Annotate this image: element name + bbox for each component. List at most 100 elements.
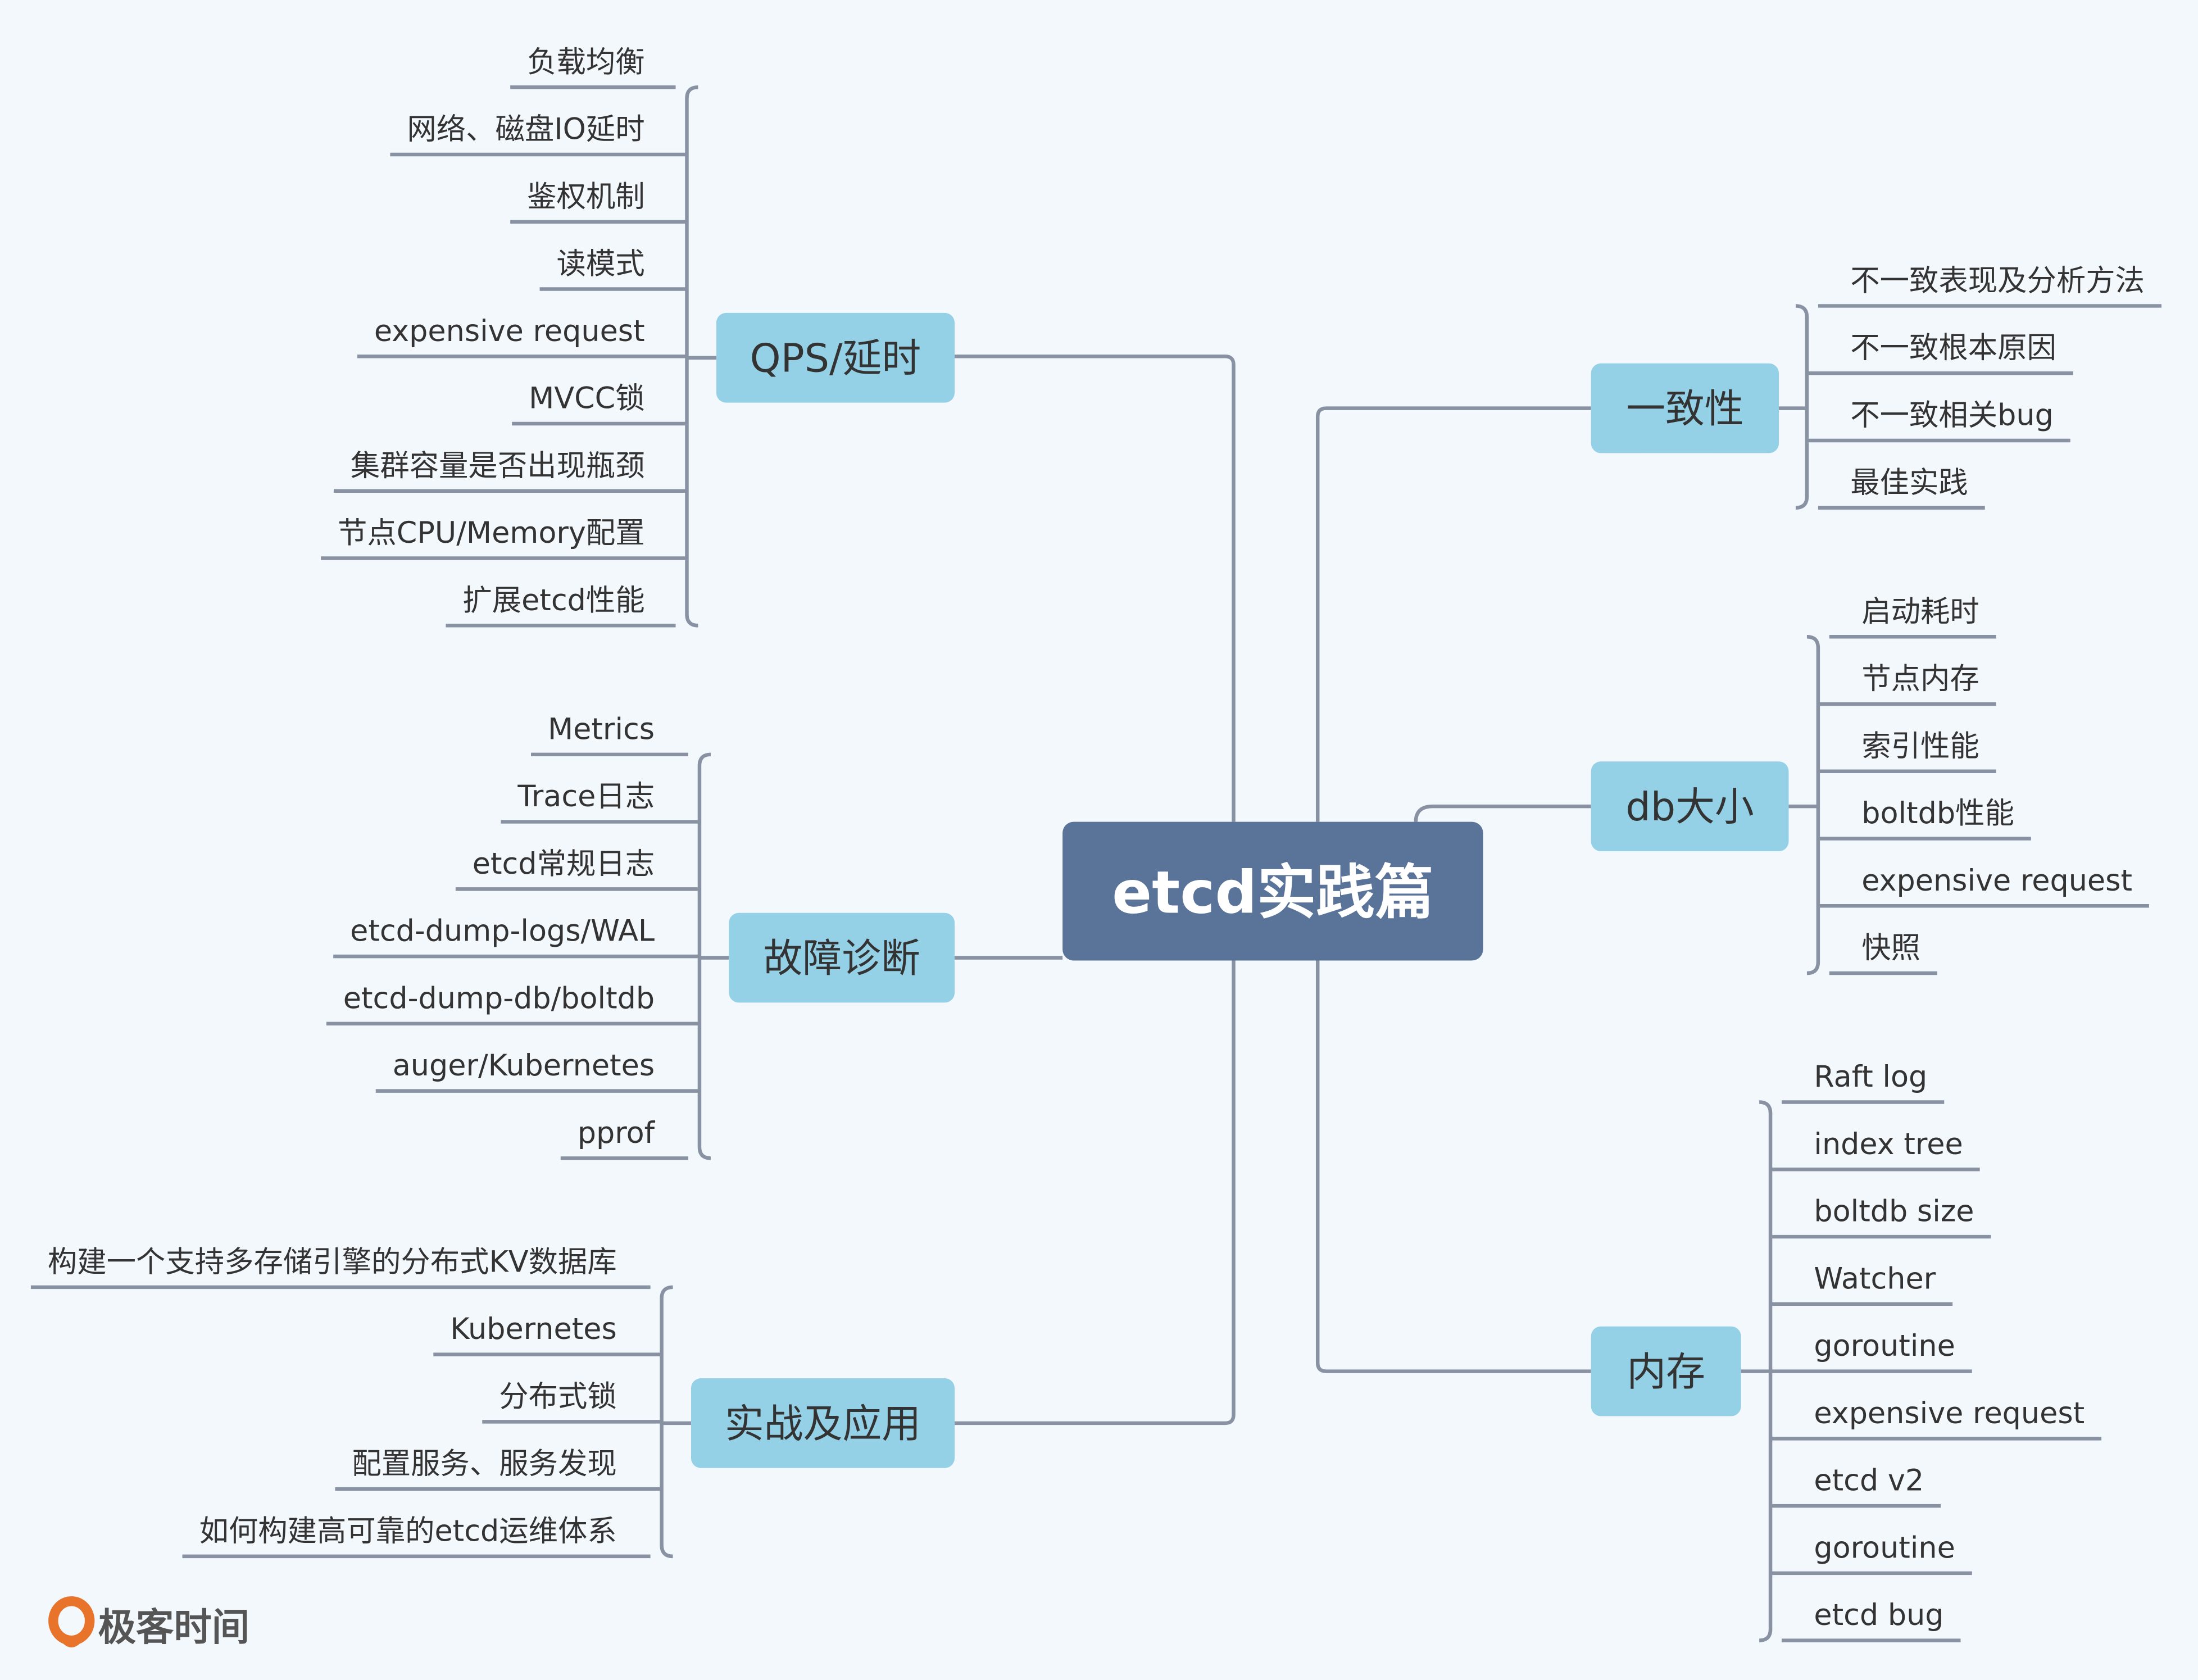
- topic-node-consistency[interactable]: 一致性: [1591, 363, 1779, 453]
- leaf-label: goroutine: [1814, 1329, 1955, 1363]
- leaf-item[interactable]: 扩展etcd性能: [446, 583, 676, 628]
- leaf-item[interactable]: 节点内存: [1818, 662, 1996, 706]
- topic-node-qps[interactable]: QPS/延时: [716, 312, 955, 403]
- leaf-item[interactable]: boltdb性能: [1818, 796, 2031, 841]
- leaf-label: Raft log: [1814, 1060, 1927, 1094]
- leaf-label: etcd bug: [1814, 1598, 1943, 1632]
- leaf-item[interactable]: 构建一个支持多存储引擎的分布式KV数据库: [30, 1245, 651, 1289]
- leaf-item[interactable]: 启动耗时: [1829, 594, 1996, 639]
- branch-practice: 实战及应用 构建一个支持多存储引擎的分布式KV数据库 Kubernetes 分布式锁配…: [30, 1245, 955, 1559]
- topic-label: 内存: [1627, 1350, 1705, 1395]
- leaf-item[interactable]: expensive request: [357, 314, 687, 358]
- leaf-item[interactable]: 如何构建高可靠的etcd运维体系: [182, 1514, 651, 1559]
- leaf-label: 不一致表现及分析方法: [1850, 264, 2145, 298]
- connector-practice: [955, 960, 1236, 1425]
- leaf-label: 如何构建高可靠的etcd运维体系: [199, 1514, 616, 1548]
- center-node[interactable]: etcd实践篇: [1062, 821, 1483, 961]
- leaf-item[interactable]: 配置服务、服务发现: [335, 1447, 662, 1491]
- topic-label: QPS/延时: [750, 336, 921, 382]
- topic-node-dbsize[interactable]: db大小: [1591, 761, 1789, 851]
- leaf-label: etcd常规日志: [473, 847, 655, 881]
- leaf-item[interactable]: 集群容量是否出现瓶颈: [333, 448, 687, 493]
- geektime-logo-icon: [48, 1596, 95, 1648]
- leaf-label: 节点CPU/Memory配置: [338, 516, 645, 550]
- leaf-item[interactable]: 负载均衡: [510, 45, 676, 89]
- connector-dbsize: [1414, 804, 1591, 822]
- topic-node-practice[interactable]: 实战及应用: [691, 1378, 955, 1468]
- leaf-item[interactable]: auger/Kubernetes: [375, 1048, 700, 1093]
- leaf-label: 分布式锁: [499, 1379, 617, 1414]
- connector-consistency: [1315, 406, 1591, 822]
- leaf-item[interactable]: 鉴权机制: [510, 179, 687, 224]
- leaf-label: 索引性能: [1861, 729, 1979, 763]
- leaf-item[interactable]: 不一致相关bug: [1806, 398, 2070, 443]
- brand-name: 极客时间: [98, 1605, 249, 1650]
- leaf-item[interactable]: expensive request: [1770, 1396, 2102, 1441]
- leaf-item[interactable]: 快照: [1829, 931, 1937, 975]
- leaf-label: auger/Kubernetes: [393, 1048, 655, 1083]
- leaf-label: 启动耗时: [1861, 594, 1979, 629]
- leaf-item[interactable]: MVCC锁: [512, 382, 687, 426]
- leaf-item[interactable]: 索引性能: [1818, 729, 1996, 773]
- leaf-item[interactable]: boltdb size: [1770, 1195, 1991, 1239]
- leaf-label: 鉴权机制: [527, 179, 645, 214]
- leaf-item[interactable]: 读模式: [539, 247, 687, 291]
- connector-qps: [955, 355, 1236, 822]
- leaf-item[interactable]: goroutine: [1770, 1329, 1972, 1373]
- leaf-item[interactable]: pprof: [560, 1116, 688, 1160]
- leaf-item[interactable]: Kubernetes: [433, 1312, 662, 1356]
- leaf-label: Watcher: [1814, 1261, 1936, 1296]
- connector-memory: [1315, 960, 1591, 1373]
- leaf-item[interactable]: Watcher: [1770, 1261, 1953, 1306]
- leaf-label: 配置服务、服务发现: [352, 1447, 616, 1481]
- topic-node-memory[interactable]: 内存: [1591, 1326, 1741, 1416]
- leaf-label: Metrics: [548, 712, 655, 746]
- leaf-item[interactable]: etcd-dump-logs/WAL: [333, 914, 700, 959]
- leaf-item[interactable]: Trace日志: [501, 779, 700, 824]
- leaf-label: index tree: [1814, 1127, 1963, 1161]
- leaf-item[interactable]: expensive request: [1818, 864, 2149, 908]
- leaf-label: boltdb性能: [1861, 796, 2014, 830]
- brand-logo: 极客时间: [48, 1596, 249, 1650]
- leaf-label: boltdb size: [1814, 1195, 1974, 1229]
- leaf-item[interactable]: etcd bug: [1782, 1598, 1961, 1642]
- leaf-label: 网络、磁盘IO延时: [407, 112, 644, 147]
- leaf-item[interactable]: 分布式锁: [482, 1379, 662, 1424]
- leaf-label: MVCC锁: [529, 382, 645, 416]
- leaf-label: Trace日志: [517, 779, 655, 814]
- leaf-item[interactable]: 网络、磁盘IO延时: [390, 112, 687, 157]
- leaf-label: expensive request: [374, 314, 645, 348]
- leaf-item[interactable]: 节点CPU/Memory配置: [321, 516, 687, 560]
- leaf-item[interactable]: Metrics: [531, 712, 688, 757]
- center-label: etcd实践篇: [1112, 859, 1434, 927]
- leaf-item[interactable]: etcd-dump-db/boltdb: [326, 981, 700, 1026]
- leaf-item[interactable]: goroutine: [1770, 1531, 1972, 1575]
- topic-label: 实战及应用: [725, 1401, 921, 1447]
- leaf-label: 构建一个支持多存储引擎的分布式KV数据库: [48, 1245, 617, 1279]
- leaf-label: 负载均衡: [527, 45, 645, 79]
- leaf-label: 节点内存: [1861, 662, 1979, 696]
- leaf-label: 集群容量是否出现瓶颈: [351, 448, 645, 483]
- leaf-label: etcd-dump-logs/WAL: [350, 914, 655, 948]
- leaf-item[interactable]: etcd v2: [1770, 1464, 1941, 1508]
- topic-label: db大小: [1625, 784, 1754, 830]
- leaf-item[interactable]: 不一致表现及分析方法: [1818, 264, 2161, 308]
- leaf-item[interactable]: Raft log: [1782, 1060, 1945, 1104]
- leaf-label: etcd v2: [1814, 1464, 1924, 1498]
- leaf-label: pprof: [578, 1116, 656, 1150]
- topic-node-diagnosis[interactable]: 故障诊断: [729, 912, 955, 1003]
- leaf-label: 不一致相关bug: [1850, 398, 2054, 433]
- leaf-label: goroutine: [1814, 1531, 1955, 1565]
- leaf-label: expensive request: [1814, 1396, 2085, 1431]
- leaf-label: 快照: [1861, 931, 1920, 965]
- leaf-item[interactable]: etcd常规日志: [455, 847, 700, 891]
- leaf-item[interactable]: 最佳实践: [1818, 465, 1985, 510]
- leaf-item[interactable]: 不一致根本原因: [1806, 331, 2073, 375]
- leaf-item[interactable]: index tree: [1770, 1127, 1980, 1172]
